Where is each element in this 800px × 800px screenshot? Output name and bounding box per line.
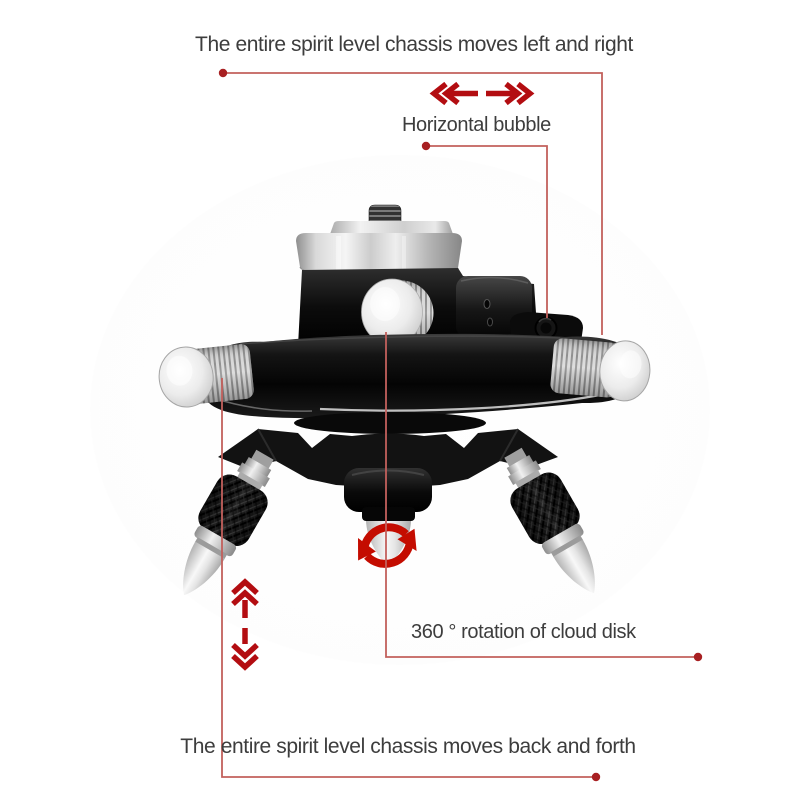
- bottom-caption: The entire spirit level chassis moves ba…: [180, 735, 636, 758]
- left-leg: [183, 449, 274, 596]
- rotation-arrow-icon: [358, 523, 417, 568]
- callout-dot-rotation: [693, 652, 703, 662]
- right-knob: [550, 338, 651, 402]
- callout-line-bubble: [426, 145, 548, 318]
- callout-dot-bubble: [421, 141, 431, 151]
- right-leg: [504, 447, 595, 594]
- left-right-arrows-icon: [429, 81, 535, 106]
- chassis-under-collar: [294, 412, 486, 434]
- callout-dot-bottom: [591, 772, 601, 782]
- left-knob: [158, 344, 254, 408]
- rotation-label: 360 ° rotation of cloud disk: [411, 621, 636, 643]
- callouts: [218, 68, 703, 782]
- product-photo: [158, 204, 651, 596]
- callout-dot-top: [218, 68, 228, 78]
- top-caption: The entire spirit level chassis moves le…: [195, 33, 633, 56]
- spider-bracket: [218, 428, 558, 487]
- callout-line-top: [223, 72, 603, 335]
- center-hub: [344, 468, 432, 521]
- mounting-screw: [368, 204, 402, 227]
- up-down-arrows-icon: [231, 578, 259, 671]
- front-knob: [361, 278, 434, 346]
- horizontal-bubble-label: Horizontal bubble: [402, 114, 551, 136]
- callout-line-bottom: [221, 378, 596, 778]
- callout-line-rotation: [385, 332, 698, 658]
